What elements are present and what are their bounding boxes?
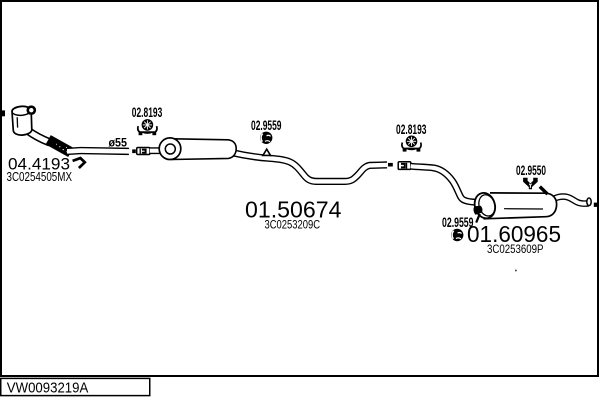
oe-ref-centre-silencer: 3C0253209C — [265, 217, 321, 231]
left-connection-marker — [0, 110, 5, 117]
centre-outlet-pipe-inner — [231, 150, 388, 184]
coupling-sleeve-front — [132, 146, 151, 156]
sleeve-clamp-mark-rear — [401, 162, 406, 169]
flex-hatch-speck — [59, 146, 61, 148]
drawing-code-box: VW0093219A — [0, 377, 151, 397]
hanger-bracket-triangle — [261, 147, 272, 157]
front-pipe-inner — [66, 148, 130, 154]
muffler-hanger-pin — [538, 185, 549, 196]
muffler-hanger-leader — [475, 213, 481, 224]
right-connection-marker — [593, 202, 598, 207]
tail-pipe-inner — [550, 194, 589, 206]
part-number-centre-silencer: 01.50674 — [245, 196, 342, 222]
front-pipe-catalyst-drawing — [11, 105, 130, 158]
pipe-diameter-label: ø55 — [109, 137, 128, 149]
accessory-number-clamp-rear: 02.8193 — [396, 121, 427, 137]
catalyst-inlet-stub — [26, 105, 37, 115]
rear-inlet-pipe-inner — [410, 164, 477, 205]
oe-ref-rear-silencer: 3C0253609P — [487, 242, 544, 256]
accessory-number-ring-rear: 02.9559 — [442, 214, 474, 230]
rear-silencer-drawing — [410, 162, 592, 224]
muffler-inlet-flange — [473, 205, 483, 215]
part-leader-arrow — [72, 156, 87, 169]
print-speck — [514, 269, 517, 272]
resonator-inlet-hole — [164, 143, 177, 155]
flex-hatch-speck — [62, 149, 64, 151]
part-number-front-pipe: 04.4193 — [8, 154, 70, 173]
pipe-end-tab-rear — [388, 162, 393, 167]
drawing-code: VW0093219A — [7, 380, 89, 397]
rubber-ring-icon — [259, 130, 274, 145]
flex-hatch-speck — [56, 143, 58, 145]
rubber-ring-icon — [450, 228, 465, 242]
sleeve-clamp-mark-front — [141, 148, 147, 154]
accessory-number-ring-centre: 02.9559 — [251, 117, 282, 133]
part-number-rear-silencer: 01.60965 — [467, 221, 561, 247]
tail-pipe-opening — [586, 197, 592, 207]
flex-hatch-speck — [65, 146, 67, 148]
coupling-sleeve-rear — [397, 161, 412, 171]
drawing-frame — [0, 0, 599, 377]
resonator-body — [166, 137, 238, 161]
accessory-number-hanger-tail: 02.9550 — [516, 162, 546, 178]
muffler-body — [483, 192, 558, 220]
oe-ref-front-pipe: 3C0254505MX — [7, 170, 73, 184]
frame-border — [0, 0, 599, 377]
centre-silencer-drawing — [149, 137, 393, 185]
pipe-end-tab-front — [132, 149, 136, 154]
accessory-number-clamp-front: 02.8193 — [132, 104, 163, 120]
code-box-border — [0, 377, 151, 397]
